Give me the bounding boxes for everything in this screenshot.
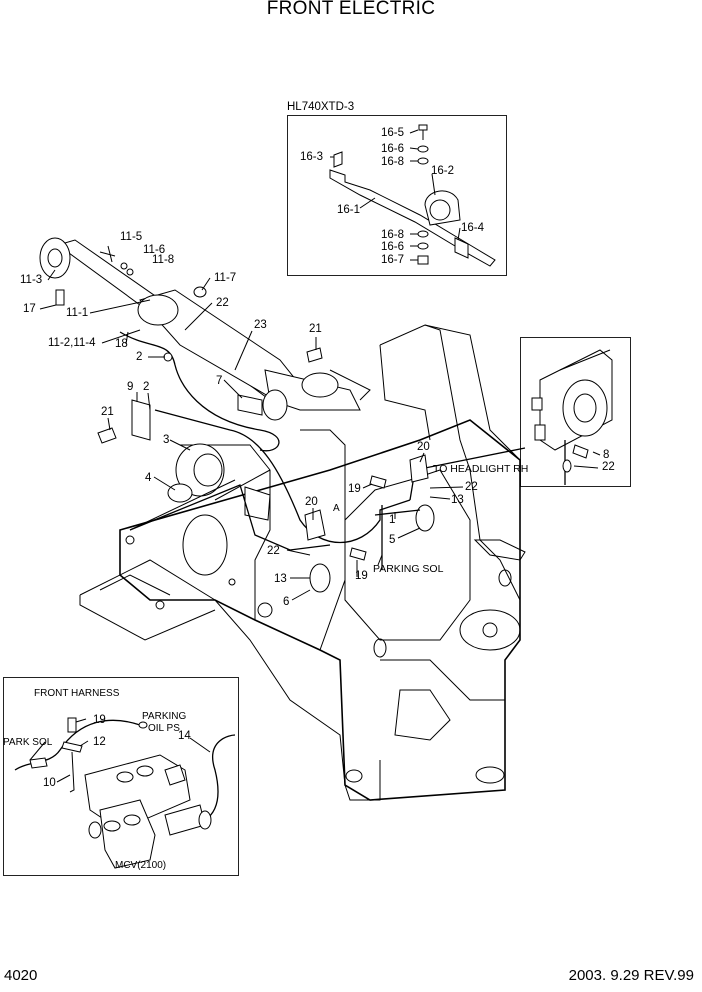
label-5: 5 (389, 534, 396, 546)
label-16-1: 16-1 (337, 204, 361, 216)
label-oil-ps: OIL PS (148, 723, 180, 734)
label-16-6: 16-6 (381, 143, 405, 155)
label-park-sol: PARK SOL (3, 737, 53, 748)
revision-date: 2003. 9.29 REV.99 (568, 967, 694, 984)
label-4: 4 (145, 472, 152, 484)
label-12: 12 (93, 736, 106, 748)
label-11-7: 11-7 (214, 272, 237, 284)
label-16-5: 16-5 (381, 127, 405, 139)
center-pin-assembly (167, 443, 271, 521)
label-front-harness: FRONT HARNESS (34, 688, 120, 699)
label-11-6: 11-6 (143, 244, 166, 256)
label-19-b: 19 (348, 483, 361, 495)
label-17: 17 (23, 303, 36, 315)
label-1: 1 (389, 514, 396, 526)
label-14: 14 (178, 730, 191, 742)
label-11-1: 11-1 (66, 307, 89, 319)
label-22-a: 22 (267, 545, 280, 557)
label-13-a: 13 (274, 573, 287, 585)
label-mcv: MCV(2100) (115, 860, 167, 871)
label-11-5: 11-5 (120, 231, 143, 243)
callout-to-headlight-rh: TO HEADLIGHT RH (433, 463, 529, 475)
inset-top-model: HL740XTD-3 (287, 101, 355, 113)
label-19-inset: 19 (93, 714, 106, 726)
inset-condenser-artwork (531, 349, 613, 485)
label-11-2-11-4: 11-2,11-4 (48, 337, 96, 349)
callout-a: A (333, 503, 340, 514)
label-2-a: 2 (136, 351, 143, 363)
inset-mcv-artwork (14, 717, 236, 869)
callout-parking-sol: PARKING SOL (373, 563, 444, 575)
inset-hl740xtd-3 (287, 115, 507, 276)
page-number: 4020 (4, 967, 38, 984)
label-16-8-b: 16-8 (381, 229, 405, 241)
label-7: 7 (216, 375, 223, 387)
inset-condenser (520, 337, 631, 487)
label-22-c: 22 (602, 461, 615, 473)
steering-cylinder (39, 237, 371, 421)
label-23: 23 (254, 319, 267, 331)
label-16-7: 16-7 (381, 254, 405, 266)
label-16-3: 16-3 (300, 151, 324, 163)
label-11-8: 11-8 (152, 254, 175, 266)
label-20-a: 20 (305, 496, 318, 508)
label-22-b: 22 (465, 481, 478, 493)
front-frame (79, 324, 526, 801)
label-2-b: 2 (143, 381, 150, 393)
inset-mcv (3, 677, 239, 876)
label-parking: PARKING (142, 711, 187, 722)
label-6: 6 (283, 596, 290, 608)
harness-wires (119, 331, 526, 570)
label-21-b: 21 (101, 406, 114, 418)
label-21-a: 21 (309, 323, 322, 335)
label-18: 18 (115, 338, 128, 350)
inset-top-artwork (329, 124, 496, 267)
label-16-6-b: 16-6 (381, 241, 405, 253)
label-3: 3 (163, 434, 170, 446)
label-9: 9 (127, 381, 134, 393)
label-19-a: 19 (355, 570, 368, 582)
label-16-4: 16-4 (461, 222, 485, 234)
label-11-3: 11-3 (20, 274, 43, 286)
label-20-b: 20 (417, 441, 430, 453)
label-10: 10 (43, 777, 56, 789)
page-title: FRONT ELECTRIC (266, 0, 436, 19)
leader-lines (39, 269, 464, 601)
label-16-8: 16-8 (381, 156, 405, 168)
label-8: 8 (603, 449, 610, 461)
label-13-b: 13 (451, 494, 464, 506)
clamps-and-brackets (55, 245, 435, 593)
label-16-2: 16-2 (431, 165, 455, 177)
label-22-top: 22 (216, 297, 229, 309)
